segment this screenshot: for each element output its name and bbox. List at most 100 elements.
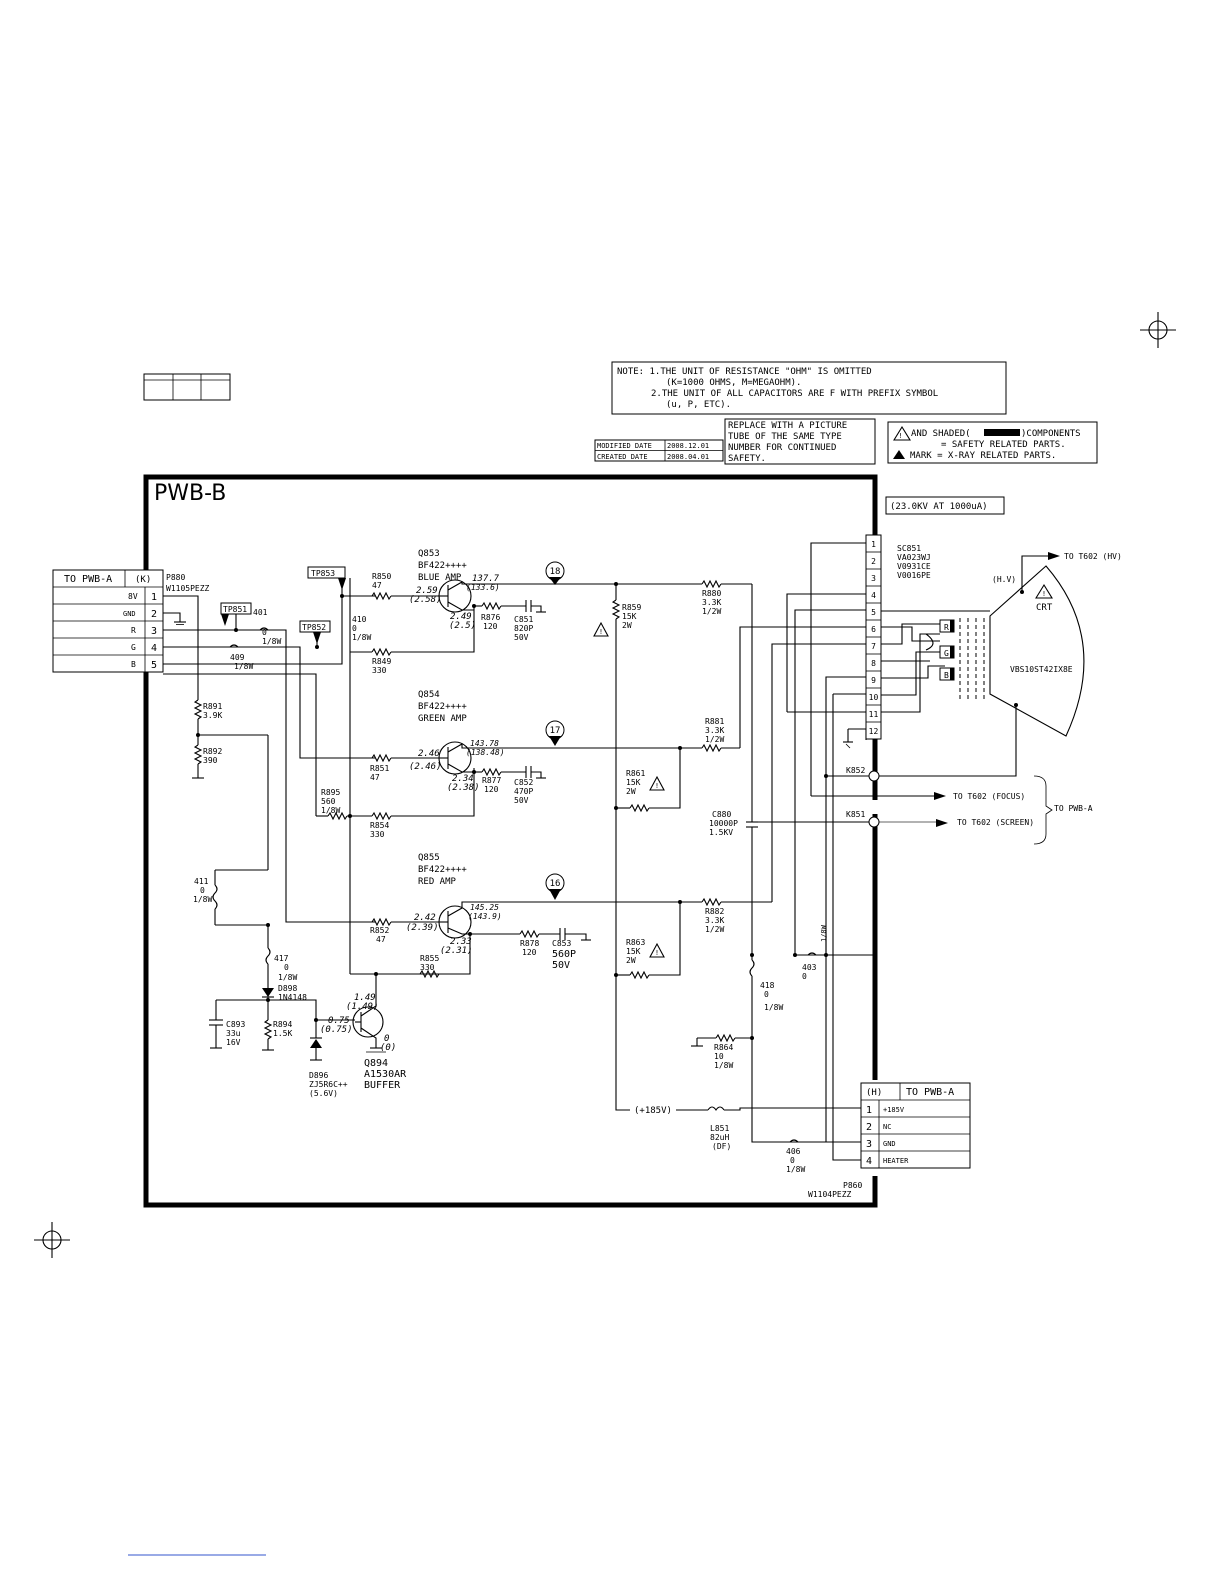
h-pin-1-num: 1	[866, 1105, 872, 1116]
socket-sc851: 1 2 3 4 5 6 7 8 9 10 11 12 SC851 VA023WJ…	[865, 534, 931, 740]
crt-to-pwba: TO PWB-A	[1054, 804, 1093, 813]
misc-j411_v-label: 0	[200, 886, 205, 895]
misc-q894_ve-label: 0.75	[328, 1016, 350, 1026]
socket-pins-0-label: 1	[871, 540, 876, 549]
misc-r864-label: R864	[714, 1043, 733, 1052]
amps-0-rf_val-label: 330	[372, 666, 387, 675]
misc-c893_w-label: 16V	[226, 1038, 241, 1047]
socket-pins-1-label: 2	[871, 557, 876, 566]
amps-0-rs_val-label: 15K	[622, 612, 637, 621]
socket-pins-9-label: 10	[869, 693, 879, 702]
misc-d896_w-label: (5.6V)	[309, 1089, 338, 1098]
input-wiring	[163, 595, 375, 1061]
misc-r895_v-label: 560	[321, 797, 336, 806]
amps-0-c_ref-label: C851	[514, 615, 533, 624]
amps-1-rb_val-label: 47	[370, 773, 380, 782]
registration-mark-top-right	[1140, 312, 1176, 348]
amps-2-rl_w-label: 1/2W	[705, 925, 724, 934]
amps-0-ve-label: 2.49	[450, 612, 472, 622]
k-pin-3-num: 3	[151, 626, 157, 637]
amps-0-rb_val-label: 47	[372, 581, 382, 590]
created-date-value: 2008.04.01	[667, 453, 709, 461]
misc-j418_w-label: 1/8W	[764, 1003, 783, 1012]
h-pin-3-num: 3	[866, 1139, 872, 1150]
socket-pins-3-label: 4	[871, 591, 876, 600]
amps-0-rl_val-label: 3.3K	[702, 598, 721, 607]
amps-0-rs_w-label: 2W	[622, 621, 632, 630]
hv-note: (23.0KV AT 1000uA)	[890, 502, 988, 512]
svg-text:!: !	[898, 432, 902, 440]
socket-pins-10-label: 11	[869, 710, 879, 719]
k-pin-1-label: 8V	[128, 592, 138, 601]
socket-pins-5-label: 6	[871, 625, 876, 634]
test_points-0-label: TP853	[311, 569, 335, 578]
r855-symbol	[419, 969, 440, 979]
board-title: PWB-B	[154, 481, 226, 506]
crt-tube: R G B CRT ! VBS10ST42IX8E (H.V) TO T602 …	[846, 552, 1122, 845]
amps-2-rf_val-label: 330	[420, 963, 435, 972]
misc-labels: 401 0 1/8W 409 1/8W 410 0 1/8W R891 3.9K…	[193, 608, 828, 1174]
test_points-1-label: TP851	[223, 605, 247, 614]
amps-1-rb_ref-label: R851	[370, 764, 389, 773]
k-pin-5-num: 5	[151, 660, 157, 671]
r849-symbol	[371, 647, 392, 657]
crt-type: VBS10ST42IX8E	[1010, 665, 1073, 674]
amps-2-c_v-label: 50V	[552, 960, 570, 971]
h-pin-3-label: GND	[883, 1140, 896, 1148]
misc-l851_w-label: (DF)	[712, 1142, 731, 1151]
misc-l851-label: L851	[710, 1124, 729, 1133]
d896-symbol	[310, 1039, 322, 1048]
crt-label: CRT	[1036, 603, 1053, 613]
socket-pins-4-label: 5	[871, 608, 876, 617]
amps-1-name-label: GREEN AMP	[418, 714, 467, 724]
k-pin-2-label: GND	[123, 610, 136, 618]
j401-symbol	[259, 627, 269, 631]
socket-ref: SC851	[897, 544, 921, 553]
amps-1-c_val-label: 470P	[514, 787, 533, 796]
misc-j406_w-label: 1/8W	[786, 1165, 805, 1174]
misc-r891_v-label: 3.9K	[203, 711, 222, 720]
svg-text:!: !	[599, 628, 603, 636]
misc-j418_v-label: 0	[764, 990, 769, 999]
misc-c893_v-label: 33u	[226, 1029, 241, 1038]
amps-0-rf_ref-label: R849	[372, 657, 391, 666]
misc-q894_vb2-label: (1.49)	[346, 1002, 379, 1012]
amps-2-c_val-label: 560P	[552, 949, 576, 960]
amps-1-type-label: BF422++++	[418, 702, 467, 712]
amps-1-c_ref-label: C852	[514, 778, 533, 787]
connector-h-part-no: W1104PEZZ	[808, 1190, 852, 1199]
amps-0-vb-label: 2.59	[416, 586, 438, 596]
amps-0-vc2-label: (133.6)	[466, 583, 500, 592]
misc-r864_w-label: 1/8W	[714, 1061, 733, 1070]
r895-symbol	[327, 811, 348, 821]
amps-1-ref-label: Q854	[418, 690, 440, 700]
misc-j411-label: 411	[194, 877, 209, 886]
note-line-2: (K=1000 OHMS, M=MEGAOHM).	[666, 378, 801, 388]
connector-h-id: (H)	[866, 1088, 882, 1098]
crt-gun-r: R	[944, 623, 949, 632]
amps-0-rs_ref-label: R859	[622, 603, 641, 612]
crt-to-hv: TO T602 (HV)	[1064, 552, 1122, 561]
k-pin-4-label: G	[131, 643, 136, 652]
amps-1-rl_w-label: 1/2W	[705, 735, 724, 744]
crt-hv-tag: (H.V)	[992, 575, 1016, 584]
misc-j403-label: 403	[802, 963, 817, 972]
misc-q894_vb-label: 1.49	[354, 993, 376, 1003]
k-pin-1-num: 1	[151, 592, 157, 603]
r852-symbol	[371, 917, 392, 927]
crt-to-screen: TO T602 (SCREEN)	[957, 818, 1034, 827]
socket-pins-11-label: 12	[869, 727, 879, 736]
h-pin-4-label: HEATER	[883, 1157, 909, 1165]
connector-k-part: P880	[166, 573, 185, 582]
misc-v185-label: (+185V)	[634, 1106, 672, 1116]
r892-symbol	[193, 744, 203, 765]
misc-r894-label: R894	[273, 1020, 292, 1029]
r894-symbol	[263, 1019, 273, 1040]
test-point-tp851: TP851	[220, 602, 252, 626]
amps-1-rf_ref-label: R854	[370, 821, 389, 830]
misc-c880-label: C880	[712, 810, 731, 819]
misc-d896_v-label: ZJ5R6C++	[309, 1080, 348, 1089]
amps-0-vb2-label: (2.58)	[409, 595, 442, 605]
misc-j401_v-label: 0	[262, 628, 267, 637]
misc-j410-label: 410	[352, 615, 367, 624]
